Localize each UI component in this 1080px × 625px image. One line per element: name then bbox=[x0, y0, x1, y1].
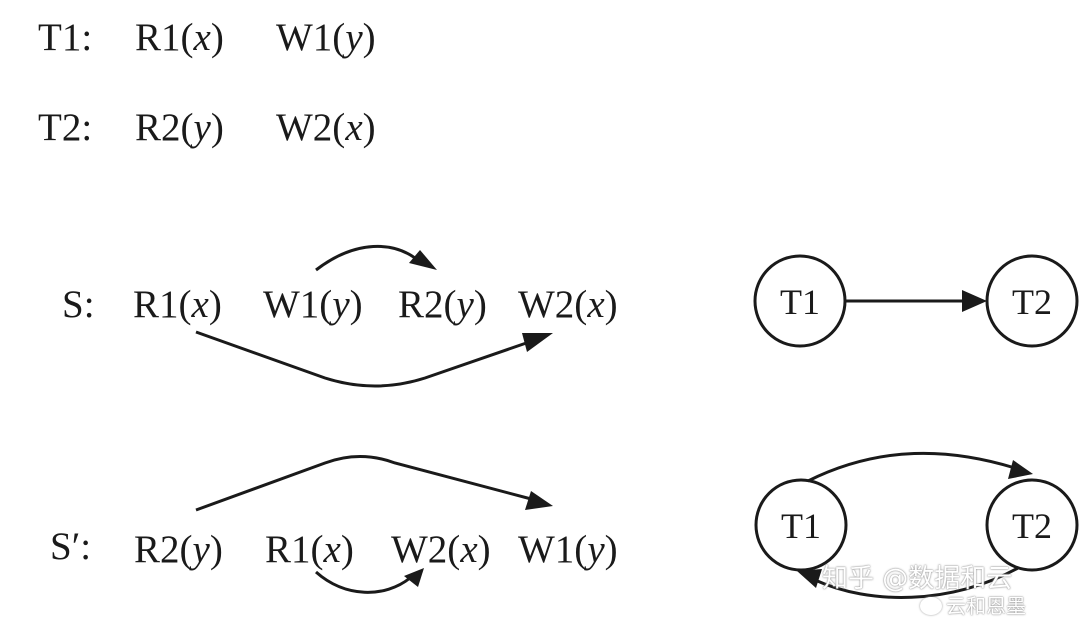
t2-op-write-x: W2(x) bbox=[276, 108, 376, 147]
op-var: x bbox=[460, 528, 478, 571]
weibo-icon bbox=[920, 597, 942, 615]
op-name: R2( bbox=[134, 528, 193, 571]
op-close: ) bbox=[340, 528, 354, 571]
op-var: x bbox=[587, 283, 605, 326]
t2-op-read-y: R2(y) bbox=[135, 108, 224, 147]
s-arrow-w1y-to-r2y bbox=[315, 245, 421, 272]
schedule-s-prime-label: S′: bbox=[50, 525, 92, 568]
op-var: y bbox=[345, 16, 363, 59]
op-close: ) bbox=[209, 528, 223, 571]
op-var: y bbox=[193, 106, 211, 149]
op-name: R2( bbox=[398, 283, 457, 326]
sp-op-3: W2(x) bbox=[391, 530, 491, 569]
op-close: ) bbox=[477, 528, 491, 571]
op-var: y bbox=[332, 283, 350, 326]
t1-op-write-y: W1(y) bbox=[276, 18, 376, 57]
s-arrow-r1x-to-w2x bbox=[195, 330, 536, 388]
schedule-s-label: S: bbox=[62, 283, 95, 326]
arrowhead-icon bbox=[522, 333, 553, 352]
watermark-line-1: 知乎 @数据和云 bbox=[822, 564, 1013, 594]
s-op-4: W2(x) bbox=[518, 285, 618, 324]
op-close: ) bbox=[210, 16, 224, 59]
op-name: W2( bbox=[391, 528, 461, 571]
graph-sp-node-t2 bbox=[985, 478, 1079, 572]
sp-op-2: R1(x) bbox=[265, 530, 354, 569]
arrowhead-icon bbox=[797, 569, 822, 588]
t2-label: T2: bbox=[38, 106, 93, 149]
arrowhead-icon bbox=[1008, 460, 1033, 479]
op-var: x bbox=[191, 283, 209, 326]
op-name: W1( bbox=[518, 528, 588, 571]
sp-op-4: W1(y) bbox=[518, 530, 618, 569]
arrowhead-icon bbox=[525, 491, 553, 510]
op-var: x bbox=[193, 16, 211, 59]
graph-sp-node-t1 bbox=[754, 478, 848, 572]
graph-s-node-t2-label: T2 bbox=[1012, 282, 1052, 322]
op-close: ) bbox=[362, 16, 376, 59]
s-op-3: R2(y) bbox=[398, 285, 487, 324]
op-var: x bbox=[345, 106, 363, 149]
op-name: R1( bbox=[135, 16, 194, 59]
s-op-2: W1(y) bbox=[263, 285, 363, 324]
op-name: W1( bbox=[263, 283, 333, 326]
watermark-line-2: 云和恩墨 bbox=[920, 596, 1026, 616]
graph-sp-edge-t1-t2 bbox=[807, 451, 1016, 483]
graph-sp-edge-t2-t1 bbox=[814, 566, 1019, 599]
op-close: ) bbox=[362, 106, 376, 149]
op-var: x bbox=[323, 528, 341, 571]
sp-arrow-r1x-to-w2x bbox=[314, 570, 411, 594]
op-name: W1( bbox=[276, 16, 346, 59]
op-close: ) bbox=[604, 528, 618, 571]
op-close: ) bbox=[208, 283, 222, 326]
op-close: ) bbox=[473, 283, 487, 326]
op-close: ) bbox=[210, 106, 224, 149]
op-close: ) bbox=[604, 283, 618, 326]
t1-label: T1: bbox=[38, 16, 93, 59]
t1-op-read-x: R1(x) bbox=[135, 18, 224, 57]
op-var: y bbox=[587, 528, 605, 571]
sp-op-1: R2(y) bbox=[134, 530, 223, 569]
op-name: R1( bbox=[133, 283, 192, 326]
op-name: R2( bbox=[135, 106, 194, 149]
arrowhead-icon bbox=[962, 290, 987, 312]
op-var: y bbox=[192, 528, 210, 571]
graph-sp-node-t1-label: T1 bbox=[781, 506, 821, 546]
op-name: W2( bbox=[276, 106, 346, 149]
arrowhead-icon bbox=[404, 568, 424, 587]
graph-s-node-t1-label: T1 bbox=[780, 282, 820, 322]
op-close: ) bbox=[349, 283, 363, 326]
s-op-1: R1(x) bbox=[133, 285, 222, 324]
arrowhead-icon bbox=[409, 250, 437, 270]
sp-arrow-r2y-to-w1y bbox=[195, 455, 536, 512]
graph-sp-node-t2-label: T2 bbox=[1012, 506, 1052, 546]
watermark-brand: 云和恩墨 bbox=[946, 594, 1026, 618]
op-var: y bbox=[456, 283, 474, 326]
op-name: R1( bbox=[265, 528, 324, 571]
op-name: W2( bbox=[518, 283, 588, 326]
